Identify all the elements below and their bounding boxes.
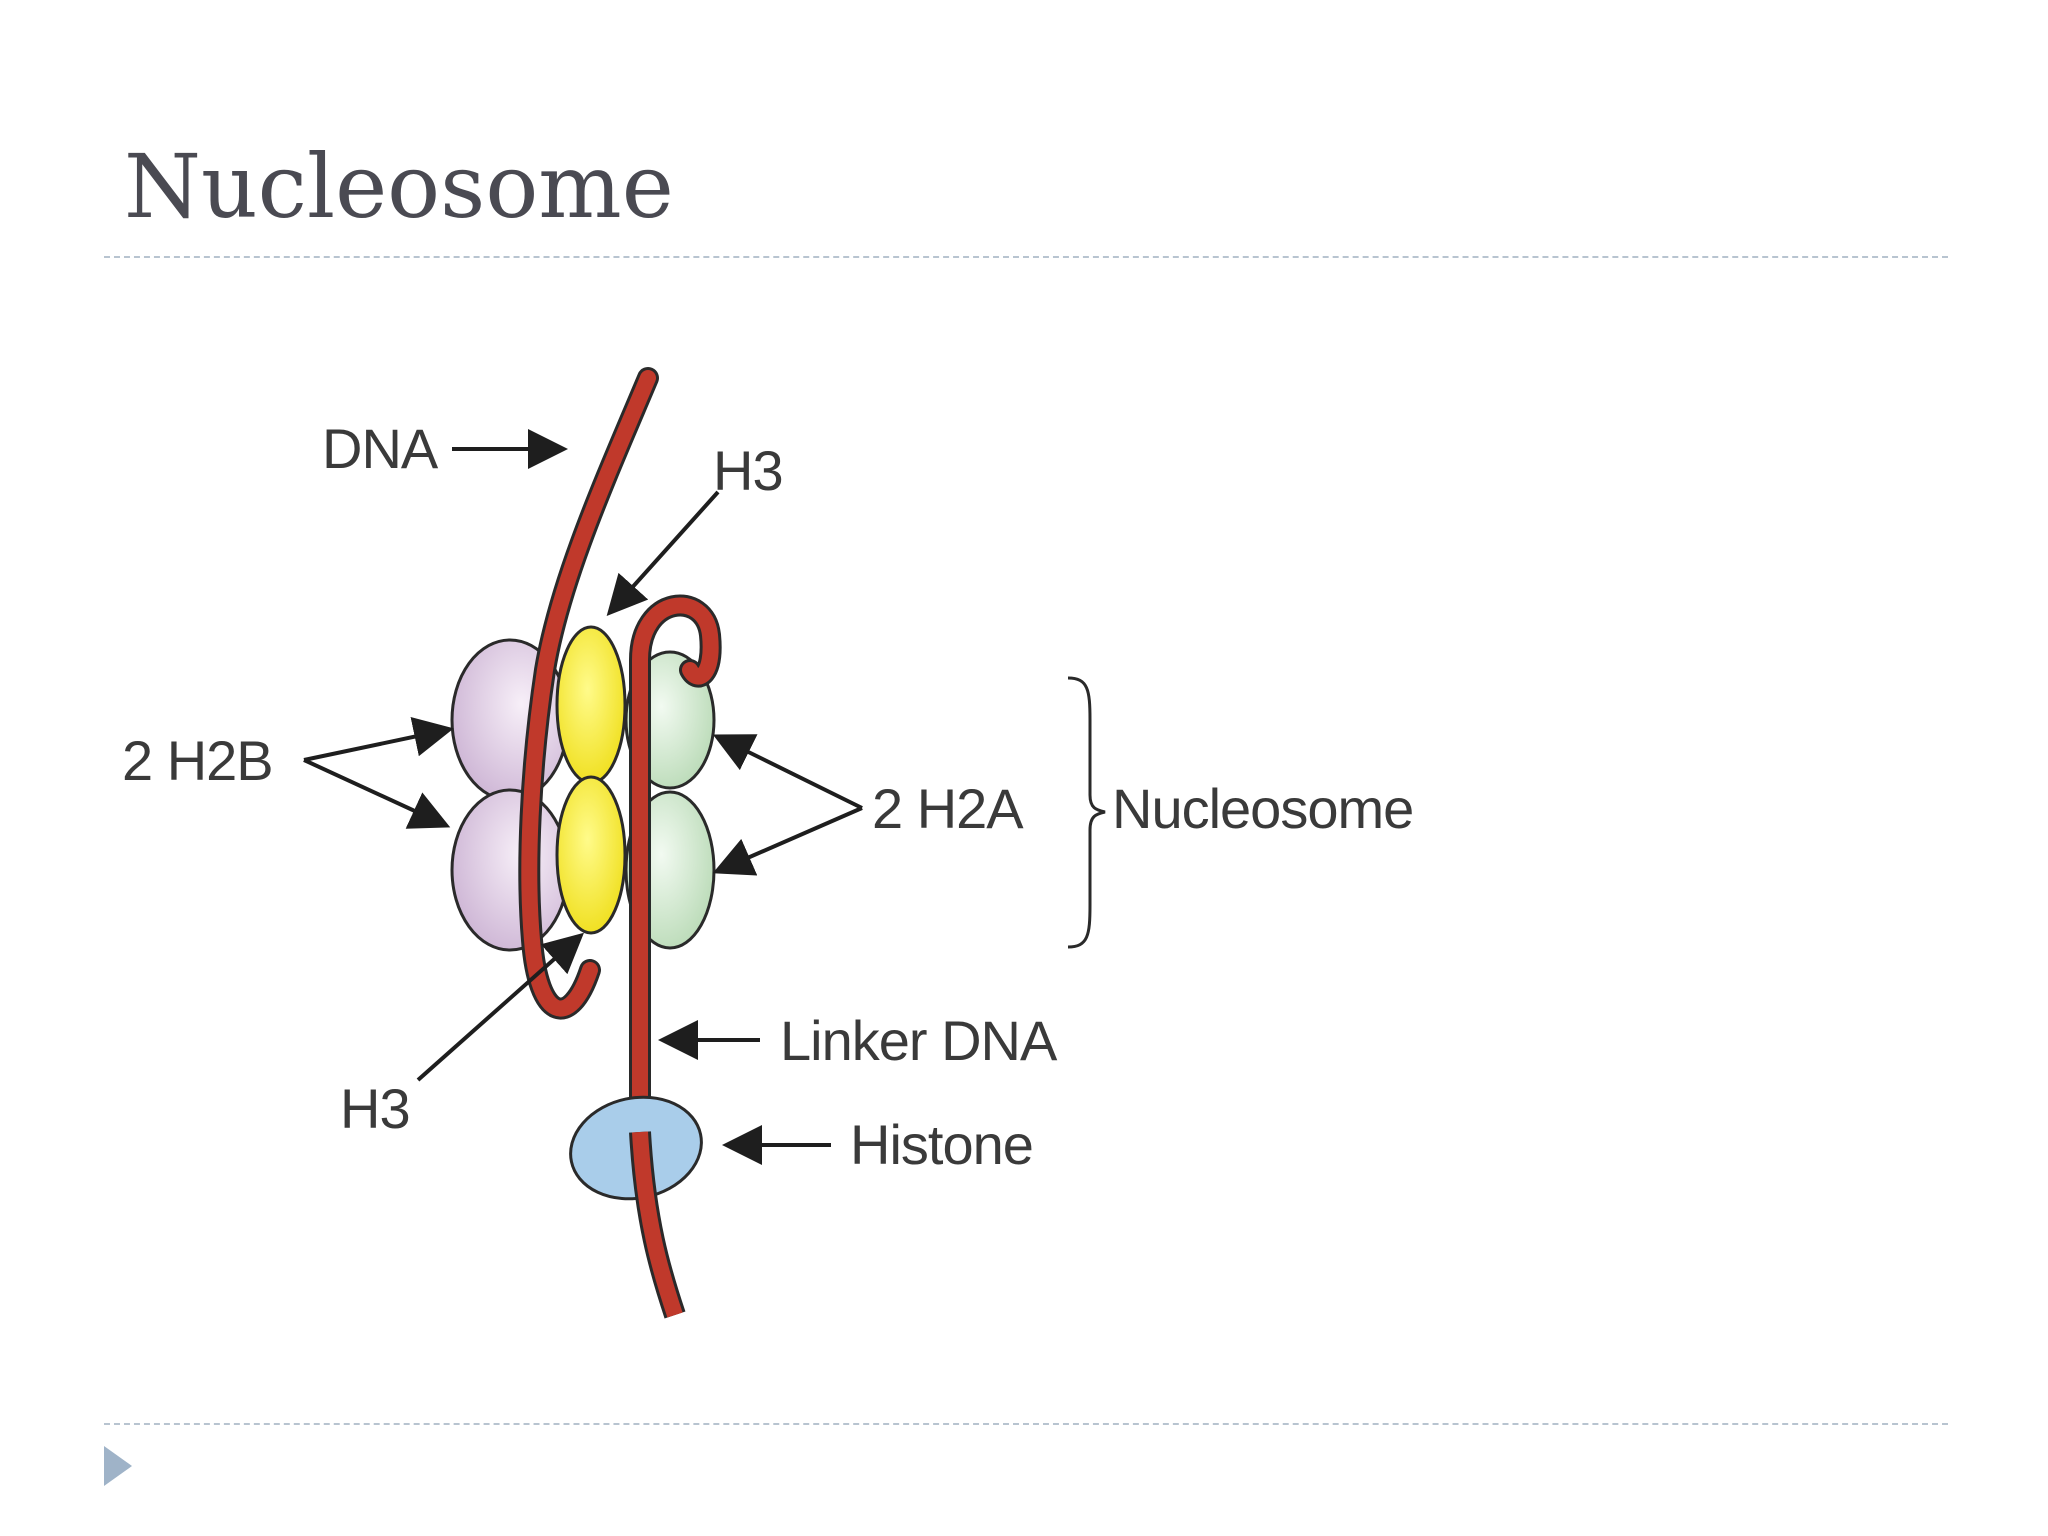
label-histone: Histone: [850, 1113, 1033, 1176]
footer-divider: [104, 1423, 1948, 1425]
arrow-h2a-bottom: [712, 806, 863, 876]
dna-tail: [629, 1131, 686, 1319]
h3-histone-bottom: [555, 775, 627, 935]
nucleosome-diagram: DNA H3 2 H2B 2 H2A Nucleosome H3 Linker …: [122, 367, 1414, 1319]
title-divider: [104, 256, 1948, 258]
play-triangle-icon[interactable]: [104, 1446, 132, 1486]
arrow-h2a-top: [712, 734, 863, 810]
label-h3-top: H3: [713, 439, 783, 502]
label-h2a: 2 H2A: [872, 777, 1024, 840]
arrow-h2b-bottom: [303, 758, 451, 829]
label-linker-dna: Linker DNA: [780, 1009, 1058, 1072]
arrow-h2b-top: [303, 717, 454, 762]
h3-histone-top: [555, 625, 627, 785]
h2b-histone-bottom: [450, 788, 570, 952]
label-h3-bottom: H3: [340, 1077, 410, 1140]
slide-title: Nucleosome: [124, 135, 674, 238]
label-nucleosome: Nucleosome: [1112, 777, 1413, 840]
arrow-h3-bottom: [416, 932, 584, 1082]
nucleosome-brace: [1067, 676, 1106, 949]
arrow-h3-top: [606, 490, 720, 616]
label-h2b: 2 H2B: [122, 729, 273, 792]
label-dna: DNA: [322, 417, 439, 480]
dna-strand: [518, 367, 722, 1143]
label-arrows: [303, 429, 863, 1165]
